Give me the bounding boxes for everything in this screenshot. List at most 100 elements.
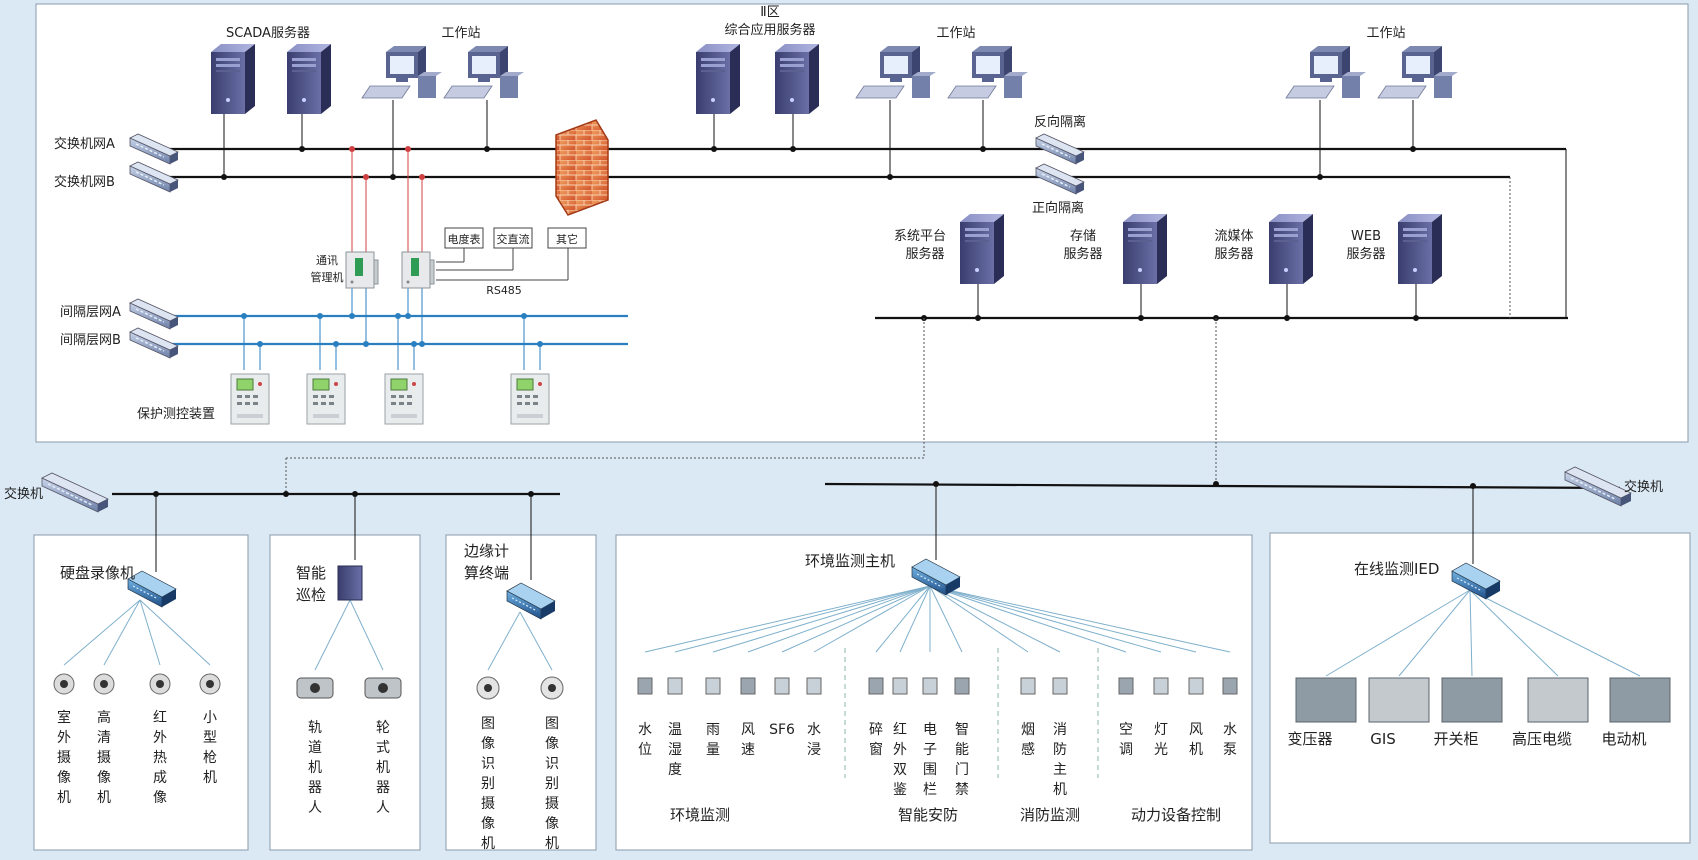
- fan-line: [929, 585, 1162, 653]
- nvr-item-3-label: 红外热成像: [153, 710, 167, 806]
- ied-item-4-label: 高压电缆: [1512, 730, 1572, 748]
- env-sensor-icon-2: [667, 677, 683, 695]
- env-sensor-icon-11: [1020, 677, 1036, 695]
- rs485-label: RS485: [486, 284, 522, 297]
- env-sensor-icon-4: [740, 677, 756, 695]
- fan-line: [103, 599, 141, 666]
- storage-server-label-2: 服务器: [1063, 246, 1102, 262]
- nvr-title: 硬盘录像机: [60, 564, 135, 582]
- protection-device-1: [230, 373, 270, 425]
- server-drop-dot: [887, 174, 893, 180]
- bay-dot: [537, 341, 543, 347]
- media-server-label-1: 流媒体: [1214, 229, 1253, 244]
- fan-line: [747, 585, 931, 653]
- fan-line: [63, 599, 141, 666]
- fan-line: [929, 585, 963, 653]
- comm-manager-1: [345, 251, 379, 289]
- env-item-15-label: 风机: [1189, 722, 1203, 758]
- nvr-item-2-label: 高清摄像机: [97, 709, 111, 806]
- fan-line: [929, 585, 1127, 653]
- server-drop-dot: [1413, 315, 1419, 321]
- web-server-label-2: 服务器: [1346, 246, 1385, 262]
- fan-line: [813, 585, 931, 653]
- patrol-title-2: 巡检: [296, 586, 326, 604]
- system-platform-server-label-2: 服务器: [905, 246, 944, 262]
- env-group-1-label: 环境监测: [670, 806, 730, 824]
- recognition-camera-2-icon-lens: [548, 684, 556, 692]
- env-sensor-icon-6: [806, 677, 822, 695]
- bay-dot: [241, 313, 247, 319]
- env-item-10-label: 智能门禁: [955, 722, 969, 798]
- bay-dot: [363, 341, 369, 347]
- protection-device-2: [306, 373, 346, 425]
- env-item-2-label: 温湿度: [668, 722, 682, 778]
- serial-dot: [349, 146, 355, 152]
- lower-right-switch-label: 交换机: [1624, 479, 1663, 495]
- env-group-3-label: 消防监测: [1020, 806, 1080, 824]
- ied-item-5-label: 电动机: [1601, 730, 1646, 748]
- bay-net-b-label: 间隔层网B: [60, 333, 121, 348]
- outdoor-camera-icon-lens: [60, 680, 68, 688]
- env-sensor-icon-13: [1118, 677, 1134, 695]
- nvr-item-1-label: 室外摄像机: [57, 709, 71, 806]
- ied-item-1-label: 变压器: [1287, 730, 1332, 748]
- env-item-12-label: 消防主机: [1053, 722, 1067, 798]
- bay-dot: [521, 313, 527, 319]
- server-drop-dot: [221, 174, 227, 180]
- forward-isolation-label: 正向隔离: [1032, 200, 1084, 216]
- env-item-13-label: 空调: [1119, 722, 1133, 758]
- meter-box-other-label: 其它: [556, 232, 578, 246]
- protection-label: 保护测控装置: [137, 407, 215, 422]
- env-sensor-icon-9: [922, 677, 938, 695]
- fan-line: [781, 585, 931, 653]
- bay-dot: [419, 341, 425, 347]
- fan-line: [712, 585, 931, 653]
- scada-server-label: SCADA服务器: [226, 25, 310, 41]
- env-item-6-label: 水浸: [807, 722, 821, 758]
- lower-right-bus: [824, 482, 1621, 490]
- server-drop-dot: [790, 146, 796, 152]
- fan-line: [644, 585, 931, 653]
- bay-dot: [317, 313, 323, 319]
- edge-item-2-label: 图像识别摄像机: [545, 716, 559, 852]
- env-sensor-icon-1: [637, 677, 653, 695]
- fan-line: [519, 611, 553, 671]
- server-drop-dot: [980, 146, 986, 152]
- fan-line: [1325, 589, 1471, 677]
- web-server-label-1: WEB: [1351, 229, 1381, 244]
- workstation-3-label: 工作站: [1366, 26, 1405, 41]
- env-sensor-icon-3: [705, 677, 721, 695]
- app-server-label: 综合应用服务器: [724, 22, 815, 38]
- bay-net-a-label: 间隔层网A: [60, 305, 121, 320]
- server-drop-dot: [1284, 315, 1290, 321]
- env-sensor-icon-10: [954, 677, 970, 695]
- ied-item-3-label: 开关柜: [1433, 730, 1478, 748]
- fan-line: [929, 585, 1061, 653]
- storage-server-label-1: 存储: [1070, 229, 1096, 244]
- env-item-8-label: 红外双鉴: [893, 722, 907, 798]
- fan-line: [1469, 589, 1473, 677]
- scada-server-2: [287, 44, 331, 114]
- app-server-1: [696, 44, 740, 114]
- comm-label-1: 通讯: [316, 254, 338, 267]
- protection-device-4: [510, 373, 550, 425]
- server-drop-dot: [390, 174, 396, 180]
- env-item-4-label: 风速: [741, 722, 755, 758]
- meter-box-other: [547, 227, 587, 249]
- fan-line: [674, 585, 931, 653]
- patrol-item-2-label: 轮式机器人: [376, 720, 390, 816]
- firewall-icon: [555, 119, 609, 216]
- fan-line: [875, 585, 931, 653]
- bullet-camera-icon-lens: [206, 680, 214, 688]
- scada-server-1: [211, 44, 255, 114]
- env-group-2-label: 智能安防: [898, 806, 958, 824]
- patrol-server-icon: [337, 565, 363, 601]
- web-server: [1398, 214, 1442, 284]
- rail-robot-icon-eye: [310, 683, 320, 693]
- server-drop-dot: [299, 146, 305, 152]
- media-server: [1269, 214, 1313, 284]
- env-item-3-label: 雨量: [706, 722, 720, 758]
- env-item-1-label: 水位: [638, 722, 652, 758]
- env-sensor-icon-8: [892, 677, 908, 695]
- patrol-item-1-label: 轨道机器人: [308, 720, 322, 816]
